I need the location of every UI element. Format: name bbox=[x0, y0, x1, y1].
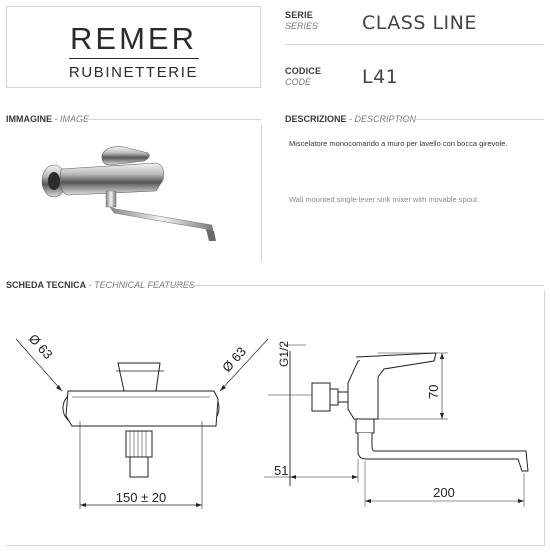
faucet-product-image bbox=[41, 146, 216, 241]
series-value: CLASS LINE bbox=[362, 12, 477, 34]
series-label: SERIE bbox=[285, 10, 314, 20]
technical-title-rule bbox=[165, 285, 544, 286]
dim-depth: 51 bbox=[274, 463, 288, 478]
dim-height: 70 bbox=[426, 385, 441, 399]
image-panel bbox=[6, 125, 262, 262]
front-body bbox=[65, 390, 219, 427]
dim-right-diameter: Ø 63 bbox=[219, 344, 249, 375]
side-eccentric-nut bbox=[311, 382, 331, 412]
side-spout bbox=[357, 433, 529, 472]
description-section-title: DESCRIZIONE - DESCRIPTION bbox=[285, 114, 417, 124]
side-lever bbox=[355, 352, 437, 378]
code-label: CODICE bbox=[285, 66, 322, 76]
front-lever bbox=[117, 362, 161, 392]
image-title-rule bbox=[84, 119, 261, 120]
technical-drawing: 150 ± 20 Ø 63 Ø 63 G1/2 70 bbox=[15, 331, 529, 509]
brand-subtitle: RUBINETTERIE bbox=[68, 64, 199, 81]
dim-left-diameter: Ø 63 bbox=[26, 331, 56, 362]
image-section-title: IMMAGINE - IMAGE bbox=[6, 114, 90, 124]
dim-center-distance: 150 ± 20 bbox=[116, 490, 167, 505]
description-english: Wall mounted single-lever sink mixer wit… bbox=[289, 195, 480, 204]
header-divider bbox=[285, 44, 544, 45]
brand-logo-box: REMER RUBINETTERIE bbox=[6, 6, 261, 88]
brand-divider bbox=[69, 58, 199, 59]
description-title-rule bbox=[397, 119, 544, 120]
dim-thread: G1/2 bbox=[277, 341, 291, 367]
brand-name: REMER bbox=[70, 21, 197, 56]
code-value: L41 bbox=[362, 66, 399, 88]
series-label-en: SERIES bbox=[285, 21, 319, 31]
description-italian: Miscelatore monocomando a muro per lavel… bbox=[289, 139, 508, 148]
technical-section-title: SCHEDA TECNICA - TECHNICAL FEATURES bbox=[6, 280, 195, 290]
dim-spout-length: 200 bbox=[433, 485, 455, 500]
front-spout-nut bbox=[125, 430, 153, 458]
technical-drawing-panel: 150 ± 20 Ø 63 Ø 63 G1/2 70 bbox=[6, 291, 545, 546]
code-label-en: CODE bbox=[285, 77, 312, 87]
